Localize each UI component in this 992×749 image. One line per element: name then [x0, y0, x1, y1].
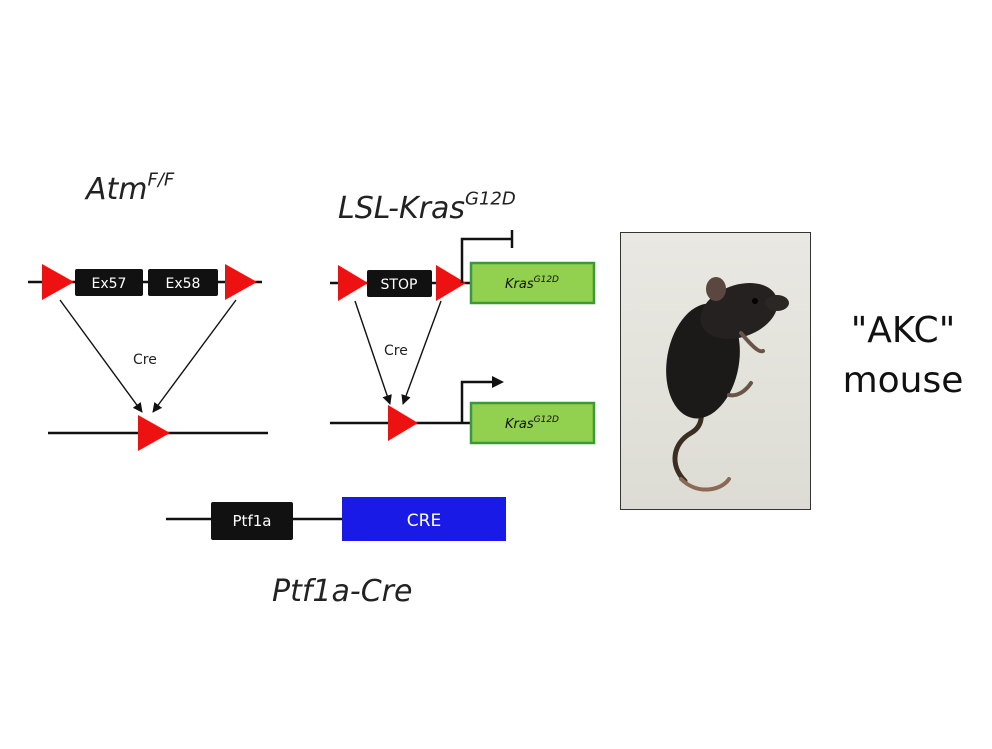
loxp-site-icon [138, 415, 170, 451]
loxp-site-icon [388, 405, 418, 441]
cre-box-label: CRE [407, 511, 441, 531]
akc-label-line2: mouse [842, 360, 964, 401]
atm-title: AtmF/F [86, 169, 175, 207]
cre-gene-box [342, 497, 506, 541]
akc-label-line1: "AKC" [850, 310, 956, 351]
atm-allele: Ex57 Ex58 [28, 264, 262, 300]
kras-gene-box [469, 261, 596, 305]
exon57-box [75, 269, 143, 296]
atm-cre-arrow-left [59, 299, 143, 413]
kras-gene-box [469, 401, 596, 445]
atm-recombined-allele [48, 415, 268, 451]
loxp-site-icon [42, 264, 74, 300]
stop-cassette-box [367, 270, 432, 297]
atm-cre-arrow-right [152, 299, 237, 413]
lsl-cre-label: Cre [384, 343, 408, 359]
ptf1a-cre-transgene: Ptf1a CRE [166, 497, 506, 541]
exon58-box [148, 269, 218, 296]
loxp-site-icon [225, 264, 257, 300]
active-promoter-icon [460, 380, 494, 423]
kras-gene-label: KrasG12D [505, 275, 559, 292]
stop-label: STOP [381, 277, 418, 293]
lsl-kras-title: LSL-KrasG12D [338, 188, 516, 226]
exon58-label: Ex58 [166, 276, 201, 292]
kras-gene-label: KrasG12D [505, 415, 559, 432]
exon57-label: Ex57 [92, 276, 127, 292]
ptf1a-label: Ptf1a [233, 512, 272, 530]
mouse-icon [666, 277, 789, 492]
lsl-kras-allele: STOP KrasG12D [330, 230, 596, 305]
lsl-cre-arrow-left [354, 300, 392, 405]
mouse-photo [620, 232, 811, 510]
ptf1a-promoter-box [211, 502, 293, 540]
loxp-site-icon [338, 265, 368, 301]
atm-cre-label: Cre [133, 352, 157, 368]
promoter-arrowhead-icon [492, 376, 504, 388]
lsl-cre-arrow-right [401, 300, 442, 405]
blocked-promoter-icon [460, 237, 512, 283]
lsl-recombined-allele: KrasG12D [330, 376, 596, 445]
akc-mouse-label: "AKC" mouse [836, 306, 970, 406]
ptf1a-cre-title: Ptf1a-Cre [272, 574, 413, 609]
loxp-site-icon [436, 265, 466, 301]
